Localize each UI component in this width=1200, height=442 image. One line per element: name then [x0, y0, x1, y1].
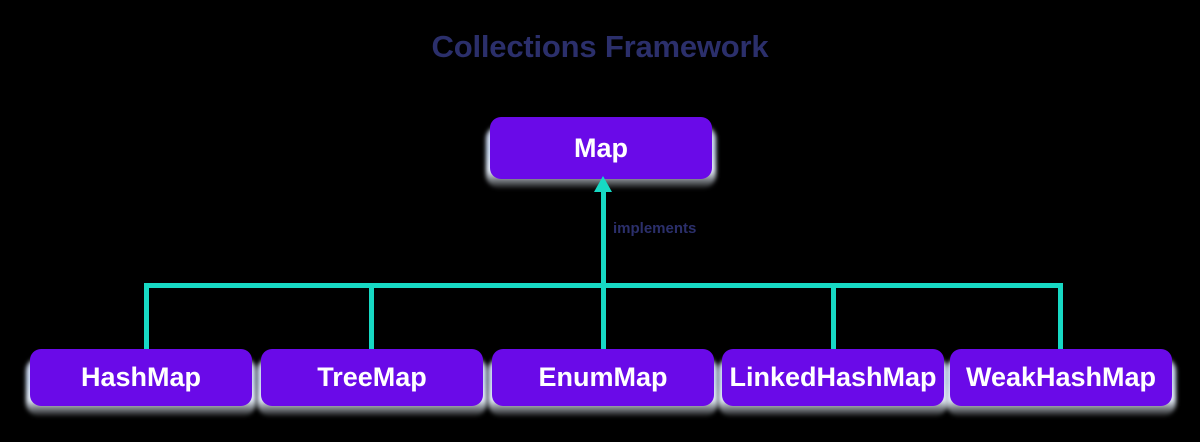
node-enummap-label: EnumMap — [538, 362, 668, 392]
node-map-label: Map — [574, 132, 628, 163]
node-linkedhashmap[interactable]: LinkedHashMap — [722, 349, 944, 406]
connector-drop-enummap — [601, 283, 606, 350]
connector-riser-to-map — [601, 190, 606, 288]
edge-label-implements: implements — [613, 220, 697, 237]
connector-drop-hashmap — [144, 283, 149, 350]
node-hashmap[interactable]: HashMap — [30, 349, 252, 406]
node-treemap[interactable]: TreeMap — [261, 349, 483, 406]
node-weakhashmap-label: WeakHashMap — [965, 362, 1157, 392]
connector-drop-weakhashmap — [1058, 283, 1063, 350]
node-map[interactable]: Map — [490, 117, 712, 179]
connector-drop-treemap — [369, 283, 374, 350]
node-hashmap-label: HashMap — [80, 362, 202, 392]
node-treemap-label: TreeMap — [317, 362, 427, 392]
node-enummap[interactable]: EnumMap — [492, 349, 714, 406]
node-weakhashmap[interactable]: WeakHashMap — [950, 349, 1172, 406]
node-linkedhashmap-label: LinkedHashMap — [729, 362, 937, 392]
connector-drop-linkedhashmap — [831, 283, 836, 350]
diagram-title: Collections Framework — [431, 29, 769, 64]
arrowhead-implements-icon — [594, 176, 612, 192]
